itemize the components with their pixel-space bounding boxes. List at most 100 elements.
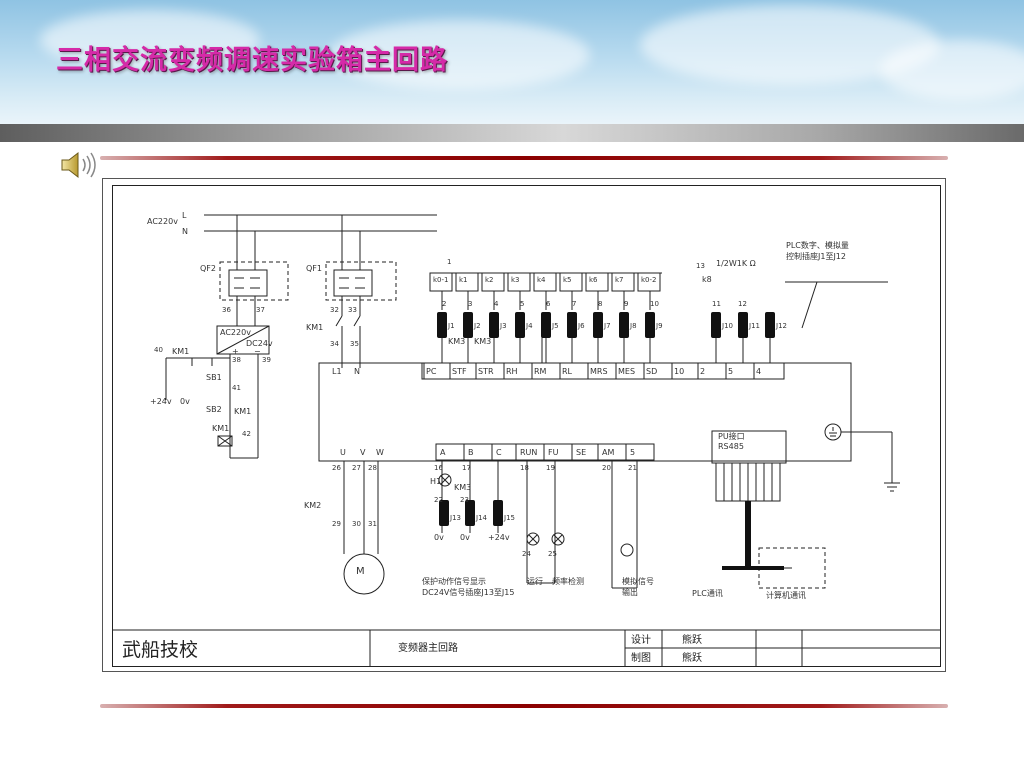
header-sky-banner	[0, 0, 1024, 124]
switch-label: k6	[589, 276, 598, 284]
node-number: 31	[368, 520, 377, 528]
lamp-icon	[438, 473, 452, 487]
inverter-terminal-label: 4	[756, 367, 761, 376]
jack-socket	[738, 312, 748, 338]
inverter-terminal-label: 2	[700, 367, 705, 376]
inverter-terminal-label: STR	[478, 367, 494, 376]
k8-label: k8	[702, 275, 712, 284]
voltage-label: 0v	[460, 533, 470, 542]
jack-socket	[439, 500, 449, 526]
node-number: 41	[232, 384, 241, 392]
inverter-terminal-label: MRS	[590, 367, 608, 376]
plc-note-2: 控制插座J1至J12	[786, 251, 846, 261]
jack-label: J11	[748, 322, 760, 330]
switch-label: k3	[511, 276, 520, 284]
node-number: 12	[738, 300, 747, 308]
lamp-cross	[528, 534, 538, 544]
node-number: 16	[434, 464, 443, 472]
node-number: 20	[602, 464, 611, 472]
lamp-cross	[553, 534, 563, 544]
run-caption: 运行	[527, 576, 543, 586]
jack-socket	[515, 312, 525, 338]
node-number: 40	[154, 346, 163, 354]
inverter-terminal-label: C	[496, 448, 502, 457]
plc-note-1: PLC数字、模拟量	[786, 240, 849, 250]
node-number: 29	[332, 520, 341, 528]
jack-socket	[645, 312, 655, 338]
node-number: 11	[712, 300, 721, 308]
km1-label-c: KM1	[234, 407, 251, 416]
protect-caption-1: 保护动作信号显示	[422, 576, 486, 586]
jack-label: J12	[775, 322, 787, 330]
switch-box	[637, 272, 661, 292]
jack-label: J10	[721, 322, 733, 330]
jack-socket	[465, 500, 475, 526]
switch-label: k0-2	[641, 276, 657, 284]
voltage-label: 0v	[434, 533, 444, 542]
sb1-label: SB1	[206, 373, 222, 382]
node-number: 21	[628, 464, 637, 472]
node-number: 27	[352, 464, 361, 472]
jack-socket	[619, 312, 629, 338]
node-number: 4	[494, 300, 499, 308]
switch-label: k1	[459, 276, 468, 284]
km3-label-b: KM3	[474, 337, 491, 346]
jack-socket	[541, 312, 551, 338]
jack-label: J8	[629, 322, 637, 330]
school-name: 武船技校	[122, 639, 198, 661]
analog-caption-1: 模拟信号	[622, 576, 654, 586]
switch-box	[481, 272, 505, 292]
node-number: 7	[572, 300, 576, 308]
jack-label: J2	[473, 322, 481, 330]
inverter-terminal-label: N	[354, 367, 360, 376]
module-input-label: AC220v	[220, 328, 251, 337]
motor-label: M	[356, 566, 365, 577]
switch-label: k4	[537, 276, 546, 284]
node-number: 33	[348, 306, 357, 314]
switch-label: k2	[485, 276, 494, 284]
node-number: 18	[520, 464, 529, 472]
plus24v-label: +24v	[150, 397, 172, 406]
switch-label: k7	[615, 276, 624, 284]
jack-label: J1	[447, 322, 455, 330]
plc-comm-caption: PLC通讯	[692, 588, 723, 598]
km3-label-a: KM3	[448, 337, 465, 346]
bottom-divider	[100, 704, 948, 708]
jack-socket	[463, 312, 473, 338]
node-number: 42	[242, 430, 251, 438]
inverter-terminal-label: FU	[548, 448, 559, 457]
node-number: 8	[598, 300, 602, 308]
qf1-label: QF1	[306, 264, 322, 273]
jack-label: J9	[655, 322, 663, 330]
header-metal-bar	[0, 124, 1024, 142]
lamp-cross	[440, 475, 450, 485]
node-number: 13	[696, 262, 705, 270]
km3-lamp-label: KM3	[454, 483, 471, 492]
inverter-terminal-label: RM	[534, 367, 547, 376]
node-number: 37	[256, 306, 265, 314]
lamp-icon	[551, 532, 565, 546]
designer-name: 熊跃	[682, 633, 702, 646]
jack-label: J13	[449, 514, 461, 522]
meter-icon	[620, 543, 634, 557]
node-number: 28	[368, 464, 377, 472]
top-divider	[100, 156, 948, 160]
km1-label-d: KM1	[212, 424, 229, 433]
voltage-label: +24v	[488, 533, 510, 542]
draw-label: 制图	[631, 651, 651, 664]
speaker-icon[interactable]	[60, 150, 100, 184]
node-number: 10	[650, 300, 659, 308]
jack-socket	[711, 312, 721, 338]
inverter-terminal-label: U	[340, 448, 346, 457]
jack-label: J6	[577, 322, 585, 330]
qf2-label: QF2	[200, 264, 216, 273]
node-number: 25	[548, 550, 557, 558]
node-number: 34	[330, 340, 339, 348]
node-number: 3	[468, 300, 472, 308]
node-number: 36	[222, 306, 231, 314]
sb2-label: SB2	[206, 405, 222, 414]
switch-box	[611, 272, 635, 292]
inverter-terminal-label: A	[440, 448, 446, 457]
node-number: 26	[332, 464, 341, 472]
inverter-terminal-label: V	[360, 448, 366, 457]
